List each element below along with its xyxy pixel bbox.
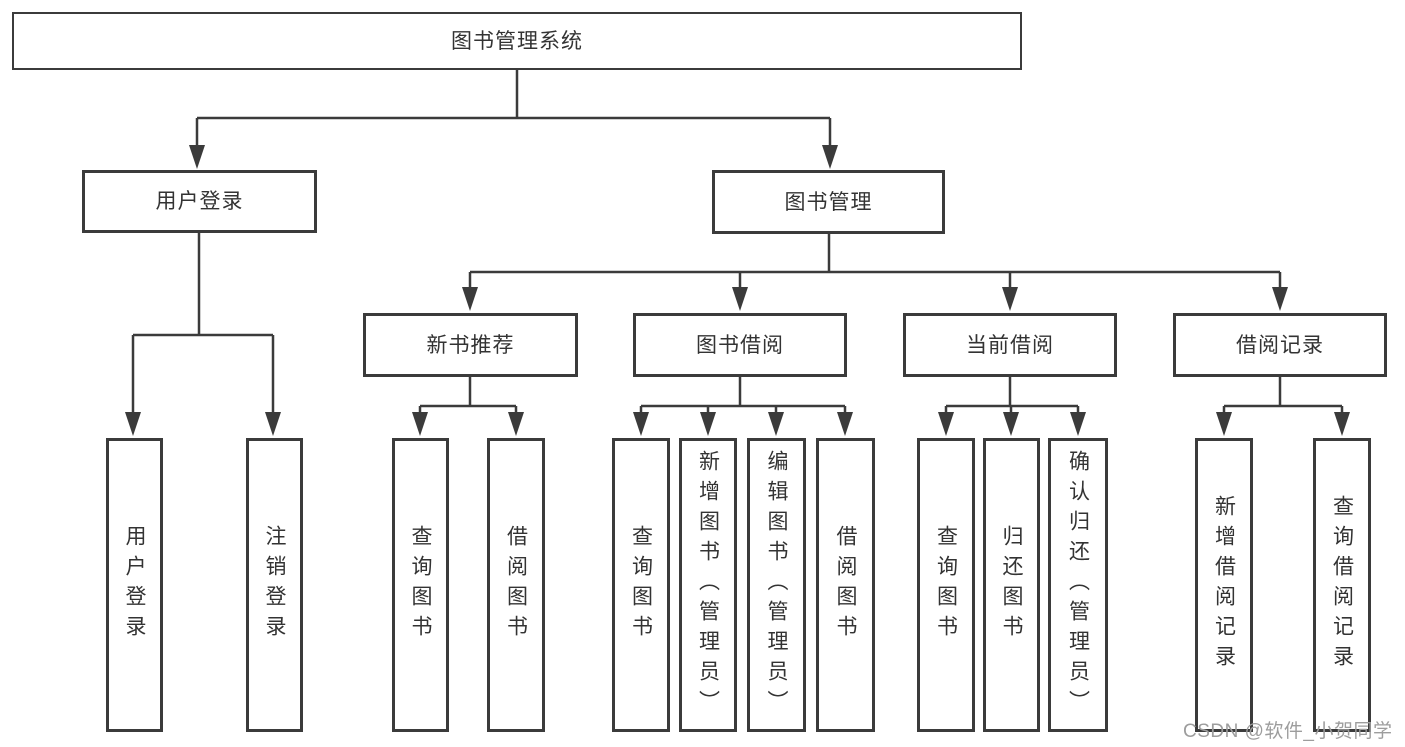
arrow-down-icon <box>189 145 205 169</box>
arrow-down-icon <box>1070 412 1086 436</box>
node-label: 借阅记录 <box>1236 333 1324 357</box>
node-label: 新增图书（管理员） <box>696 450 720 720</box>
connector-user-login-to-leaves <box>125 233 281 436</box>
node-label: 注销登录 <box>263 525 286 645</box>
node-leaf-query-book-3: 查询图书 <box>917 438 975 732</box>
arrow-down-icon <box>822 145 838 169</box>
node-leaf-user-login: 用户登录 <box>106 438 163 732</box>
node-label: 归还图书 <box>1000 525 1023 645</box>
arrow-down-icon <box>265 412 281 436</box>
connector-borrow-record-to-leaves <box>1216 377 1350 436</box>
node-borrow-record-group: 借阅记录 <box>1173 313 1387 377</box>
node-leaf-borrow-book-1: 借阅图书 <box>487 438 545 732</box>
node-root-label: 图书管理系统 <box>451 29 583 53</box>
node-label: 查询图书 <box>934 525 958 645</box>
node-label: 借阅图书 <box>504 525 528 645</box>
connector-book-mgmt-to-groups <box>462 234 1288 311</box>
connector-root-to-level1 <box>189 70 838 169</box>
node-leaf-confirm-return-admin: 确认归还（管理员） <box>1048 438 1108 732</box>
connector-new-book-to-leaves <box>412 377 524 436</box>
node-label: 借阅图书 <box>834 525 857 645</box>
arrow-down-icon <box>508 412 524 436</box>
node-label: 当前借阅 <box>966 333 1054 357</box>
node-leaf-add-book-admin: 新增图书（管理员） <box>679 438 737 732</box>
node-label: 查询图书 <box>409 525 432 645</box>
connector-current-borrow-to-leaves <box>938 377 1086 436</box>
node-label: 查询图书 <box>629 525 653 645</box>
node-leaf-return-book: 归还图书 <box>983 438 1040 732</box>
node-leaf-query-book-1: 查询图书 <box>392 438 449 732</box>
node-label: 图书管理 <box>784 190 873 214</box>
node-leaf-query-borrow-record: 查询借阅记录 <box>1313 438 1371 732</box>
node-leaf-query-book-2: 查询图书 <box>612 438 670 732</box>
arrow-down-icon <box>837 412 853 436</box>
node-label: 图书借阅 <box>696 333 784 357</box>
node-leaf-edit-book-admin: 编辑图书（管理员） <box>747 438 806 732</box>
watermark: CSDN @软件_小贺同学 <box>1183 721 1393 742</box>
connector-book-borrow-to-leaves <box>633 377 853 436</box>
node-label: 确认归还（管理员） <box>1066 450 1090 720</box>
arrow-down-icon <box>125 412 141 436</box>
arrow-down-icon <box>462 287 478 311</box>
node-book-borrow-group: 图书借阅 <box>633 313 847 377</box>
arrow-down-icon <box>1272 287 1288 311</box>
node-root: 图书管理系统 <box>12 12 1022 70</box>
node-label: 用户登录 <box>155 190 244 213</box>
arrow-down-icon <box>938 412 954 436</box>
arrow-down-icon <box>633 412 649 436</box>
node-new-book-group: 新书推荐 <box>363 313 578 377</box>
arrow-down-icon <box>1334 412 1350 436</box>
node-leaf-add-borrow-record: 新增借阅记录 <box>1195 438 1253 732</box>
node-label: 新增借阅记录 <box>1212 495 1236 675</box>
node-leaf-logout: 注销登录 <box>246 438 303 732</box>
node-label: 编辑图书（管理员） <box>765 450 788 720</box>
node-current-borrow-group: 当前借阅 <box>903 313 1117 377</box>
arrow-down-icon <box>1002 287 1018 311</box>
node-label: 用户登录 <box>123 525 146 645</box>
node-user-login-group: 用户登录 <box>82 170 317 233</box>
node-book-mgmt-group: 图书管理 <box>712 170 945 234</box>
arrow-down-icon <box>700 412 716 436</box>
arrow-down-icon <box>768 412 784 436</box>
node-label: 查询借阅记录 <box>1330 495 1354 675</box>
arrow-down-icon <box>1216 412 1232 436</box>
node-label: 新书推荐 <box>426 333 515 357</box>
arrow-down-icon <box>732 287 748 311</box>
arrow-down-icon <box>1003 412 1019 436</box>
arrow-down-icon <box>412 412 428 436</box>
node-leaf-borrow-book-2: 借阅图书 <box>816 438 875 732</box>
